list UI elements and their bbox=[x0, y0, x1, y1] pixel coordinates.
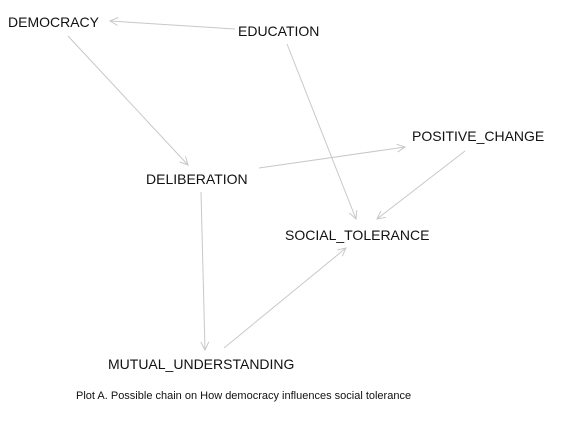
node-deliberation: DELIBERATION bbox=[146, 171, 248, 187]
edge-positive-change-to-social-tolerance bbox=[377, 150, 466, 219]
diagram-caption: Plot A. Possible chain on How democracy … bbox=[76, 390, 412, 402]
node-mutual-understanding: MUTUAL_UNDERSTANDING bbox=[108, 356, 295, 372]
node-social-tolerance: SOCIAL_TOLERANCE bbox=[285, 227, 430, 243]
node-education: EDUCATION bbox=[238, 23, 320, 39]
edge-deliberation-to-positive-change bbox=[258, 147, 405, 169]
edge-mutual-understanding-to-social-tolerance bbox=[223, 248, 346, 349]
edge-education-to-social-tolerance bbox=[286, 43, 356, 219]
edge-deliberation-to-mutual-understanding bbox=[201, 191, 205, 350]
node-positive-change: POSITIVE_CHANGE bbox=[412, 128, 545, 144]
edge-education-to-democracy bbox=[110, 21, 236, 30]
node-democracy: DEMOCRACY bbox=[8, 14, 100, 30]
edge-democracy-to-deliberation bbox=[67, 35, 188, 165]
